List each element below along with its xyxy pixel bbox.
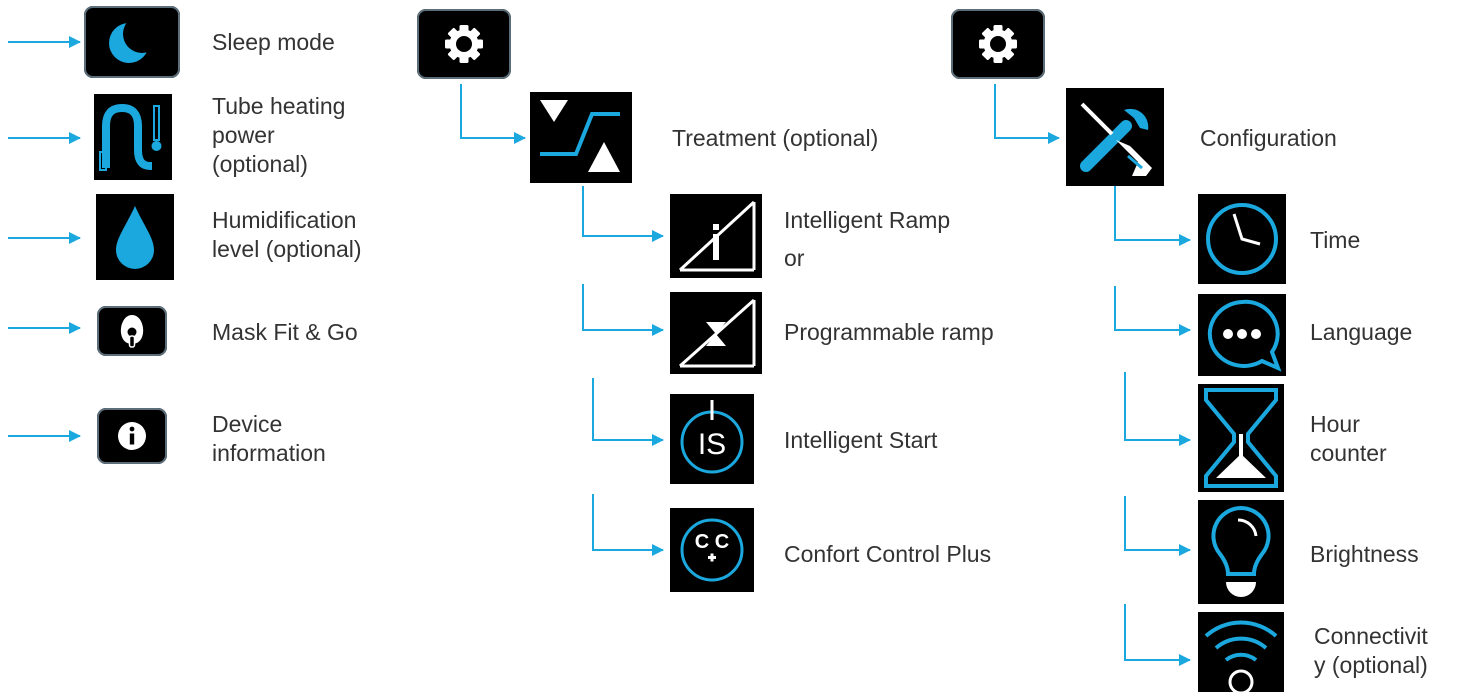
- intelligent-ramp-label: Intelligent Ramp: [784, 207, 951, 233]
- clock-icon[interactable]: [1198, 194, 1286, 284]
- arrow-to-comfort-control: [592, 494, 664, 556]
- arrow-to-configuration: [994, 84, 1060, 144]
- gear-icon[interactable]: [417, 9, 511, 79]
- programmable-ramp-label: Programmable ramp: [784, 319, 994, 345]
- info-icon[interactable]: [97, 408, 167, 464]
- arrow-to-connectivity: [1124, 604, 1191, 666]
- wifi-icon[interactable]: [1198, 612, 1284, 692]
- arrow-to-intelligent-start: [592, 378, 664, 446]
- speech-bubble-icon[interactable]: [1198, 294, 1286, 376]
- language-label: Language: [1310, 319, 1413, 345]
- comfort-control-plus-icon[interactable]: C C: [670, 508, 754, 592]
- treatment-label: Treatment (optional): [672, 125, 879, 151]
- brightness-label: Brightness: [1310, 541, 1419, 567]
- lightbulb-icon[interactable]: [1198, 500, 1284, 604]
- svg-text:IS: IS: [698, 428, 726, 461]
- mask-fit-label: Mask Fit & Go: [212, 319, 358, 345]
- svg-text:C: C: [695, 531, 709, 553]
- svg-text:C: C: [715, 531, 729, 553]
- connectivity-label: Connectivit y (optional): [1314, 623, 1428, 678]
- arrow-to-treatment: [460, 84, 526, 144]
- arrow-to-programmable-ramp: [582, 284, 664, 336]
- arrow-to-brightness: [1124, 496, 1191, 556]
- arrow-to-intelligent-ramp: [582, 186, 664, 242]
- mask-icon[interactable]: [97, 306, 167, 356]
- moon-icon[interactable]: [84, 6, 180, 78]
- device-info-label: Device information: [212, 411, 326, 466]
- sleep-mode-label: Sleep mode: [212, 29, 335, 55]
- ramp-or-note: or: [784, 245, 805, 271]
- tube-heating-label: Tube heating power (optional): [212, 93, 346, 177]
- water-drop-icon[interactable]: [96, 194, 174, 280]
- hourglass-icon[interactable]: [1198, 384, 1284, 492]
- intelligent-start-icon[interactable]: IS: [670, 394, 754, 484]
- intelligent-start-label: Intelligent Start: [784, 427, 938, 453]
- arrow-to-hour-counter: [1124, 372, 1191, 446]
- hour-counter-label: Hour counter: [1310, 411, 1387, 466]
- tube-heating-icon[interactable]: [94, 94, 172, 180]
- gear-icon-config[interactable]: [951, 9, 1045, 79]
- configuration-label: Configuration: [1200, 125, 1337, 151]
- arrow-to-time: [1114, 186, 1191, 246]
- intelligent-ramp-icon[interactable]: [670, 194, 762, 278]
- arrow-to-language: [1114, 286, 1191, 336]
- time-label: Time: [1310, 227, 1361, 253]
- programmable-ramp-icon[interactable]: [670, 292, 762, 374]
- treatment-icon[interactable]: [530, 92, 632, 183]
- tools-icon[interactable]: [1066, 88, 1164, 186]
- humidification-label: Humidification level (optional): [212, 207, 362, 262]
- comfort-control-plus-label: Confort Control Plus: [784, 541, 992, 567]
